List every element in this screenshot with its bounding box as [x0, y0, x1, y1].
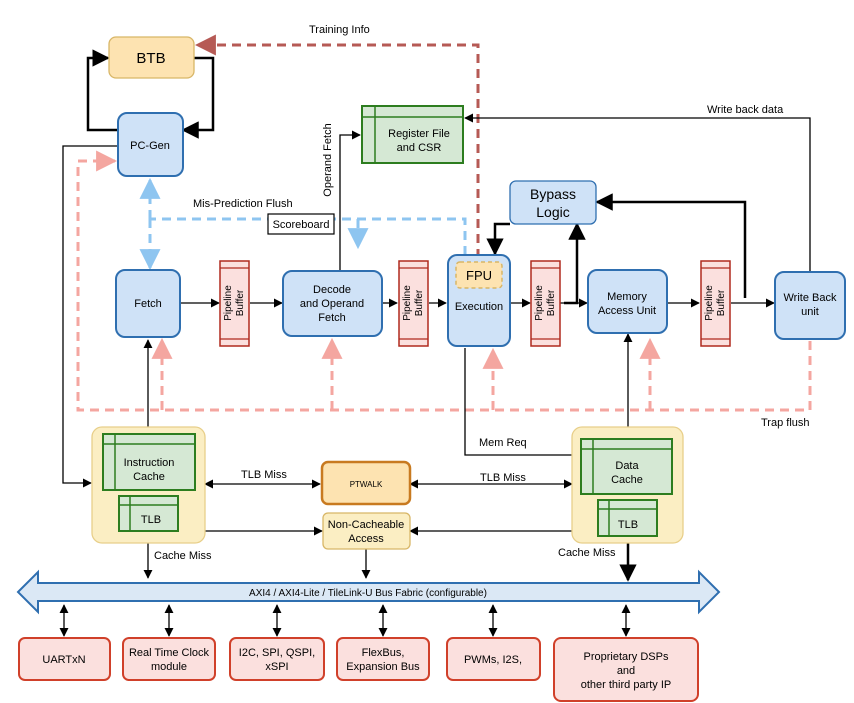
training-info-label: Training Info — [309, 24, 370, 36]
pcgen-to-icache — [62, 145, 118, 488]
pipeline-buffer-1: Pipeline Buffer — [219, 260, 250, 347]
pipeline-buffer-4: Pipeline Buffer — [700, 260, 731, 347]
mem-req-line — [464, 348, 581, 460]
non-cacheable-line2: Access — [348, 533, 384, 545]
bus-label: AXI4 / AXI4-Lite / TileLink-U Bus Fabric… — [249, 588, 487, 599]
pipeline-buffer-4-line2: Buffer — [716, 289, 727, 316]
peripheral-uart: UARTxN — [18, 637, 111, 681]
memory-access-line2: Access Unit — [598, 305, 656, 317]
write-back-data-line — [464, 113, 811, 272]
non-cacheable-block: Non-Cacheable Access — [322, 512, 411, 550]
peripheral-flexbus: FlexBus, Expansion Bus — [336, 637, 430, 681]
operand-fetch-label: Operand Fetch — [322, 123, 334, 196]
execution-block: FPU Execution — [447, 254, 511, 347]
cache-miss-right-label: Cache Miss — [558, 547, 616, 559]
write-back-line1: Write Back — [784, 292, 837, 304]
write-back-block: Write Back unit — [774, 271, 846, 340]
non-cacheable-line1: Non-Cacheable — [328, 519, 404, 531]
peripheral-pwm: PWMs, I2S, — [446, 637, 541, 681]
training-info-line — [194, 34, 480, 258]
ptwalk-block: PTWALK — [320, 460, 412, 506]
wb-to-bypass — [595, 193, 747, 298]
instruction-cache-line1: Instruction — [124, 457, 175, 469]
fpu-block — [455, 261, 503, 289]
bus-fabric: AXI4 / AXI4-Lite / TileLink-U Bus Fabric… — [16, 569, 721, 615]
pipeline-buffer-3-line2: Buffer — [546, 289, 557, 316]
ptwalk-label: PTWALK — [350, 480, 383, 489]
bypass-logic-line2: Logic — [536, 204, 569, 220]
execution-label: Execution — [455, 301, 503, 313]
bypass-logic-block: Bypass Logic — [509, 180, 597, 225]
data-cache-line2: Cache — [611, 474, 643, 486]
trap-flush-line — [76, 150, 812, 412]
pipeline-buffer-4-line1: Pipeline — [704, 285, 715, 321]
scoreboard-box: Scoreboard — [267, 213, 335, 235]
pipeline-buffer-1-line2: Buffer — [235, 289, 246, 316]
tlb-miss-left-label: TLB Miss — [241, 469, 287, 481]
flexbus-line1: FlexBus, — [362, 647, 405, 659]
register-file-line1: Register File — [388, 128, 450, 140]
decode-line1: Decode — [313, 284, 351, 296]
decode-block: Decode and Operand Fetch — [282, 270, 383, 337]
cache-miss-left-label: Cache Miss — [154, 550, 212, 562]
btb-block: BTB — [108, 36, 195, 79]
misprediction-flush-label: Mis-Prediction Flush — [193, 198, 293, 210]
fetch-label: Fetch — [134, 298, 162, 310]
rtc-line2: module — [151, 661, 187, 673]
fpu-label: FPU — [466, 268, 492, 283]
flexbus-line2: Expansion Bus — [346, 661, 420, 673]
uart-label: UARTxN — [42, 654, 85, 666]
bypass-logic-line1: Bypass — [530, 186, 576, 202]
i2c-line1: I2C, SPI, QSPI, — [239, 647, 315, 659]
peripheral-rtc: Real Time Clock module — [122, 637, 216, 681]
trap-flush-label: Trap flush — [761, 417, 810, 429]
memory-access-line1: Memory — [607, 291, 647, 303]
misprediction-flush-line — [150, 217, 467, 255]
tlb-right-label: TLB — [618, 519, 638, 531]
register-file-line2: and CSR — [397, 142, 442, 154]
peripheral-i2c: I2C, SPI, QSPI, xSPI — [229, 637, 325, 681]
write-back-line2: unit — [801, 306, 819, 318]
tlb-right-block — [597, 499, 658, 537]
scoreboard-label: Scoreboard — [273, 219, 330, 231]
peripheral-dsp: Proprietary DSPs and other third party I… — [553, 637, 699, 702]
btb-loop-right — [181, 56, 215, 139]
operand-fetch-line — [339, 130, 361, 270]
decode-line2: and Operand — [300, 298, 364, 310]
dsp-line1: Proprietary DSPs — [584, 651, 669, 663]
bypass-to-execution — [486, 222, 510, 256]
i2c-line2: xSPI — [265, 661, 288, 673]
memory-access-block: Memory Access Unit — [587, 269, 668, 334]
pipeline-buffer-2: Pipeline Buffer — [398, 260, 429, 347]
pc-gen-block: PC-Gen — [117, 112, 184, 177]
instruction-cache-line2: Cache — [133, 471, 165, 483]
tlb-left-label: TLB — [141, 514, 161, 526]
fetch-block: Fetch — [115, 269, 181, 338]
pc-gen-label: PC-Gen — [130, 140, 170, 152]
pwm-label: PWMs, I2S, — [464, 654, 522, 666]
btb-label: BTB — [136, 50, 165, 67]
pipeline-buffer-1-line1: Pipeline — [223, 285, 234, 321]
tlb-left-block — [118, 495, 179, 532]
rtc-line1: Real Time Clock — [129, 647, 210, 659]
btb-loop-left — [86, 49, 118, 132]
pipeline-buffer-3: Pipeline Buffer — [530, 260, 561, 347]
pipeline-buffer-2-line1: Pipeline — [402, 285, 413, 321]
tlb-miss-right-label: TLB Miss — [480, 472, 526, 484]
instruction-cache-area: Instruction Cache TLB — [91, 426, 206, 544]
pipeline-buffer-2-line2: Buffer — [414, 289, 425, 316]
exec-to-bypass — [564, 222, 586, 305]
dsp-line3: other third party IP — [581, 679, 672, 691]
mem-req-label: Mem Req — [479, 437, 527, 449]
data-cache-area: Data Cache TLB — [571, 426, 684, 544]
data-cache-line1: Data — [615, 460, 639, 472]
data-cache-block — [580, 438, 673, 495]
dsp-line2: and — [617, 665, 635, 677]
pipeline-buffer-3-line1: Pipeline — [534, 285, 545, 321]
register-file-block: Register File and CSR — [361, 105, 464, 164]
write-back-data-label: Write back data — [707, 104, 784, 116]
decode-line3: Fetch — [318, 312, 346, 324]
